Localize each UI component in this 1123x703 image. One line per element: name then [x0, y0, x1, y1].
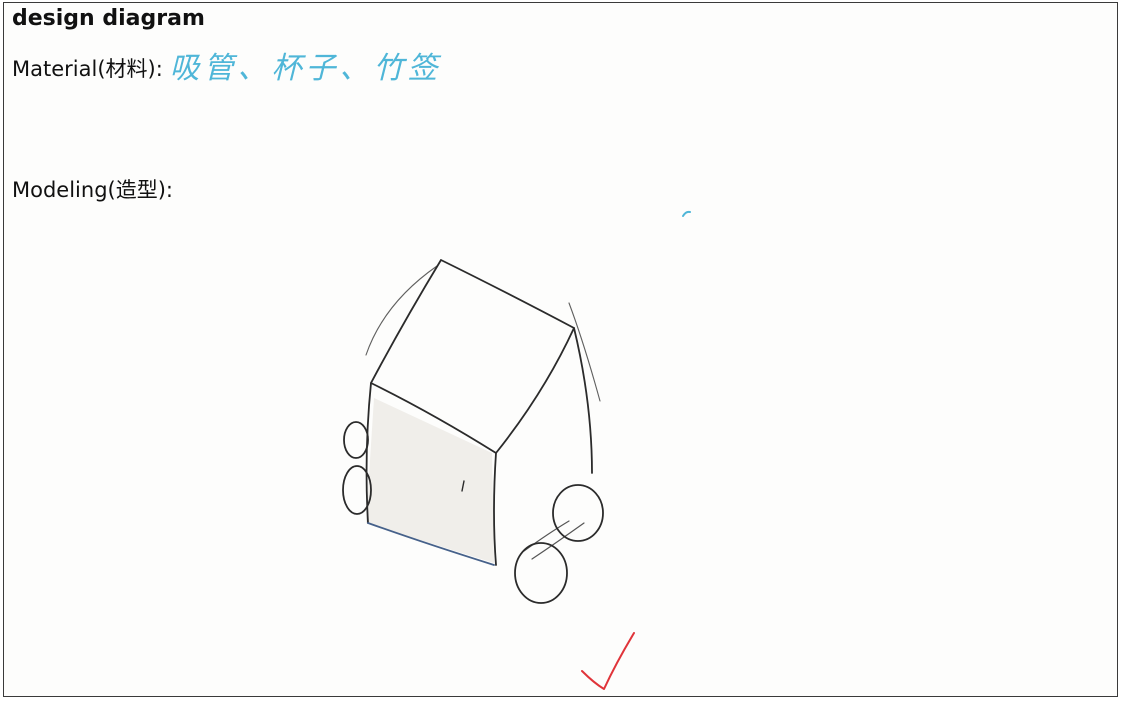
- cart-bottom-edge: [367, 522, 495, 566]
- cart-left-edge: [365, 382, 372, 524]
- material-row: Material(材料): 吸管、杯子、竹签: [12, 51, 442, 86]
- wheel-back-left-bottom: [342, 465, 372, 515]
- worksheet-title: design diagram: [12, 6, 205, 31]
- modeling-row: Modeling(造型):: [12, 176, 173, 204]
- cart-sketch: [342, 259, 604, 604]
- cart-front-edge: [493, 452, 497, 566]
- wheel-back-left-top: [343, 421, 369, 459]
- wheel-front-right-top: [552, 484, 604, 542]
- material-handwritten-value: 吸管、杯子、竹签: [169, 51, 442, 86]
- cart-top-face: [370, 259, 575, 454]
- cart-right-edge: [573, 327, 593, 474]
- check-mark-icon: [581, 632, 635, 690]
- design-worksheet: design diagram Material(材料): 吸管、杯子、竹签 Mo…: [3, 2, 1118, 697]
- wheel-front-right-bottom: [514, 542, 568, 604]
- sketch-canvas: [342, 210, 691, 690]
- modeling-label: Modeling(造型):: [12, 178, 173, 202]
- axle-sketch: [523, 520, 585, 560]
- stray-pen-mark: [682, 210, 691, 217]
- cart-inner-stroke: [461, 480, 465, 492]
- pencil-shading: [366, 398, 494, 563]
- material-label: Material(材料):: [12, 57, 170, 81]
- cart-top-sketch-line: [365, 265, 601, 402]
